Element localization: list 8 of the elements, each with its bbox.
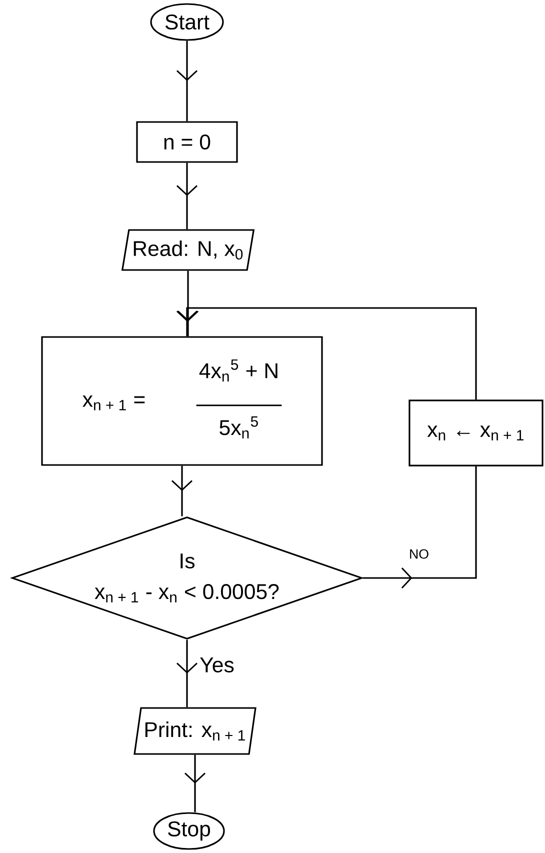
process-box: n = 0: [136, 121, 238, 163]
output-parallelogram: Print: x$_{n + 1}$: [134, 707, 256, 755]
process-box: x$_{n}$ ← x$_{n + 1}$: [408, 400, 544, 466]
terminal-oval: Start: [150, 3, 224, 41]
edge-label: Yes: [198, 656, 236, 674]
terminal-oval: Stop: [153, 812, 225, 850]
process-box: x$_{n + 1}$ = 4x$_{n}$$^{5}$ + N 5x$_{n}$5: [41, 336, 323, 466]
edge-label: NO: [408, 548, 430, 560]
